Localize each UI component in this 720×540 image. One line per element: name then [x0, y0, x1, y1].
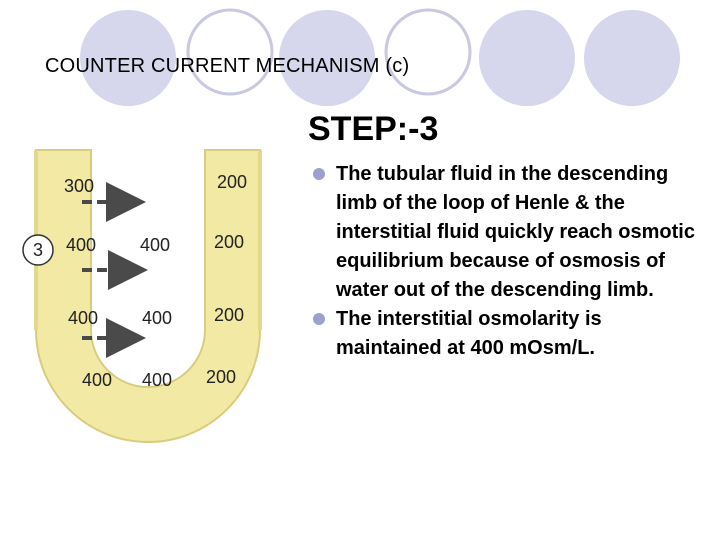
osmolarity-value: 200: [206, 367, 236, 387]
bullet-item: The tubular fluid in the descending limb…: [310, 160, 710, 305]
step-heading: STEP:-3: [308, 110, 439, 148]
decor-circle: [279, 10, 375, 106]
osmolarity-value: 400: [142, 370, 172, 390]
osmolarity-value: 400: [82, 370, 112, 390]
bullet-circle-icon: [313, 168, 325, 180]
step-number-badge: [22, 234, 54, 266]
osmolarity-value: 400: [140, 235, 170, 255]
osmolarity-value: 400: [68, 308, 98, 328]
osmolarity-value: 200: [214, 305, 244, 325]
osmolarity-value: 200: [217, 172, 247, 192]
loop-of-henle-diagram: 3 300 200 400 400 200 400 400 200 400 40…: [22, 149, 262, 443]
decor-circle: [384, 8, 472, 96]
decor-circle: [80, 10, 176, 106]
decor-circle: [479, 10, 575, 106]
decor-circle: [186, 8, 274, 96]
osmolarity-value: 400: [66, 235, 96, 255]
bullet-text: The interstitial osmolarity is maintaine…: [336, 308, 602, 359]
osmolarity-value: 400: [142, 308, 172, 328]
osmolarity-value: 300: [64, 176, 94, 196]
bullet-list: The tubular fluid in the descending limb…: [310, 160, 710, 363]
decor-circle: [584, 10, 680, 106]
step-number: 3: [33, 240, 43, 260]
bullet-item: The interstitial osmolarity is maintaine…: [310, 305, 710, 363]
decorative-circles: [80, 8, 680, 106]
osmolarity-value: 200: [214, 232, 244, 252]
bullet-circle-icon: [313, 313, 325, 325]
bullet-text: The tubular fluid in the descending limb…: [336, 163, 695, 301]
loop-tube: [35, 149, 261, 443]
slide-title: COUNTER CURRENT MECHANISM (c): [45, 55, 410, 77]
